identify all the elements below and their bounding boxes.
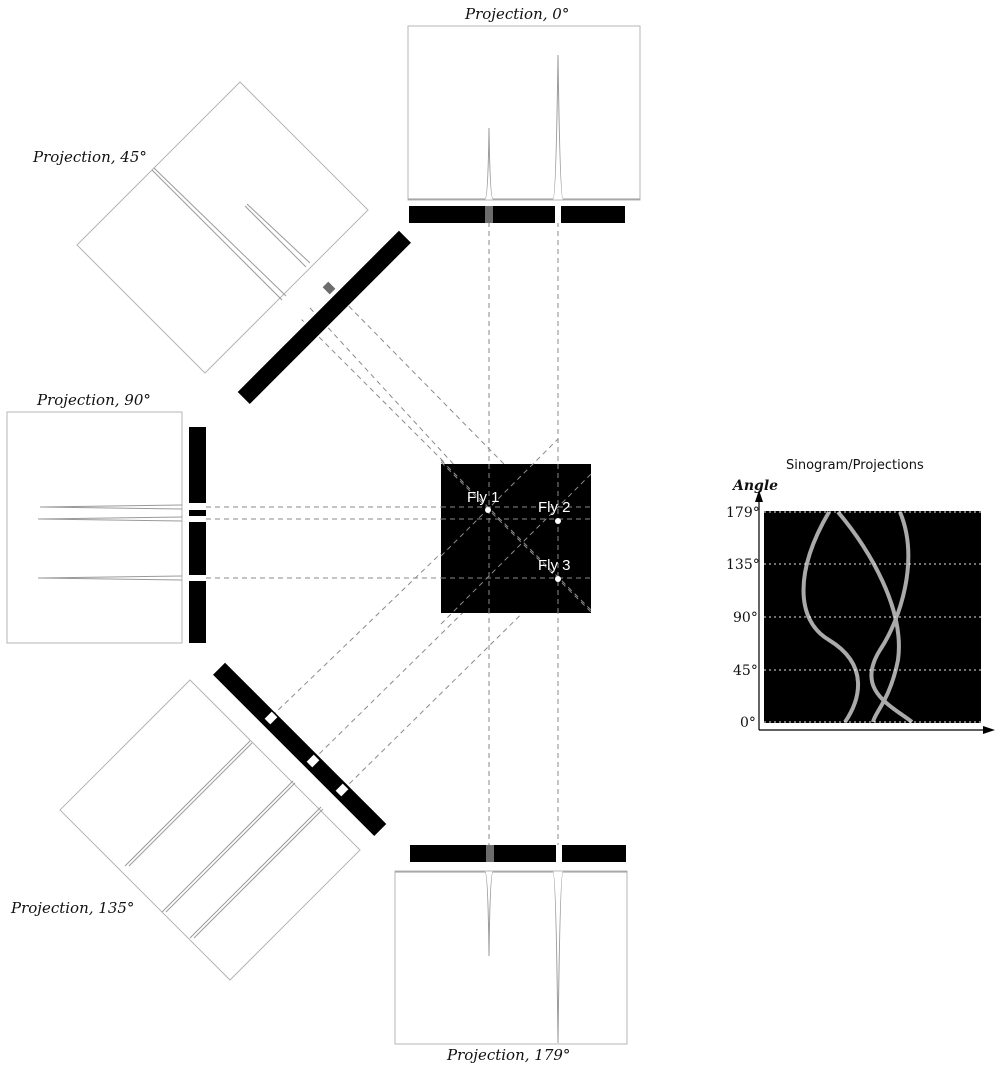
projection-0: Projection, 0° — [407, 5, 641, 223]
fly-1-marker — [485, 507, 491, 513]
projection-45: Projection, 45° — [32, 81, 411, 404]
guide-line — [312, 518, 559, 761]
guide-line — [309, 307, 559, 579]
projection-90: Projection, 90° — [6, 391, 206, 644]
sinogram-title: Sinogram/Projections — [786, 458, 924, 473]
projection-135-plot-frame — [59, 679, 361, 981]
projection-135-profile — [124, 740, 324, 939]
projection-135: Projection, 135° — [10, 662, 387, 981]
sinogram-angle-label: Angle — [731, 478, 778, 494]
projection-179-profile — [395, 871, 627, 1044]
projection-0-title: Projection, 0° — [464, 5, 569, 23]
fly-3-label: Fly 3 — [538, 557, 571, 574]
sinogram-image — [764, 511, 981, 723]
projection-90-profile — [37, 504, 183, 581]
fly-2-label: Fly 2 — [538, 499, 571, 516]
projection-179-detector — [410, 845, 626, 862]
projection-135-title: Projection, 135° — [10, 899, 134, 917]
sinogram-tick: 179° — [726, 505, 760, 521]
fly-3-marker — [555, 576, 561, 582]
object-image: Fly 1 Fly 2 Fly 3 — [440, 438, 592, 625]
projection-179-plot-frame — [394, 870, 628, 1045]
fly-1-label: Fly 1 — [467, 489, 500, 506]
sinogram-tick: 90° — [733, 610, 758, 626]
projection-179-title: Projection, 179° — [446, 1046, 570, 1064]
sinogram-curves — [801, 510, 914, 724]
sinogram-tick: 135° — [726, 557, 760, 573]
projection-45-detector — [237, 230, 411, 404]
projection-0-profile — [408, 54, 640, 200]
projection-90-plot-frame — [6, 411, 183, 644]
projection-90-title: Projection, 90° — [36, 391, 151, 409]
sinogram-panel: Sinogram/Projections Angle 179° 135° 90°… — [726, 458, 995, 734]
projection-45-profile — [151, 167, 311, 301]
fly-2-marker — [555, 518, 561, 524]
projection-90-detector — [189, 427, 206, 643]
projection-0-plot-frame — [407, 25, 641, 201]
projection-0-detector — [409, 206, 625, 223]
projection-45-title: Projection, 45° — [32, 148, 147, 166]
projection-179: Projection, 179° — [394, 845, 628, 1064]
projection-45-plot-frame — [76, 81, 369, 374]
sinogram-tick: 0° — [740, 715, 756, 731]
sinogram-tick: 45° — [733, 663, 758, 679]
